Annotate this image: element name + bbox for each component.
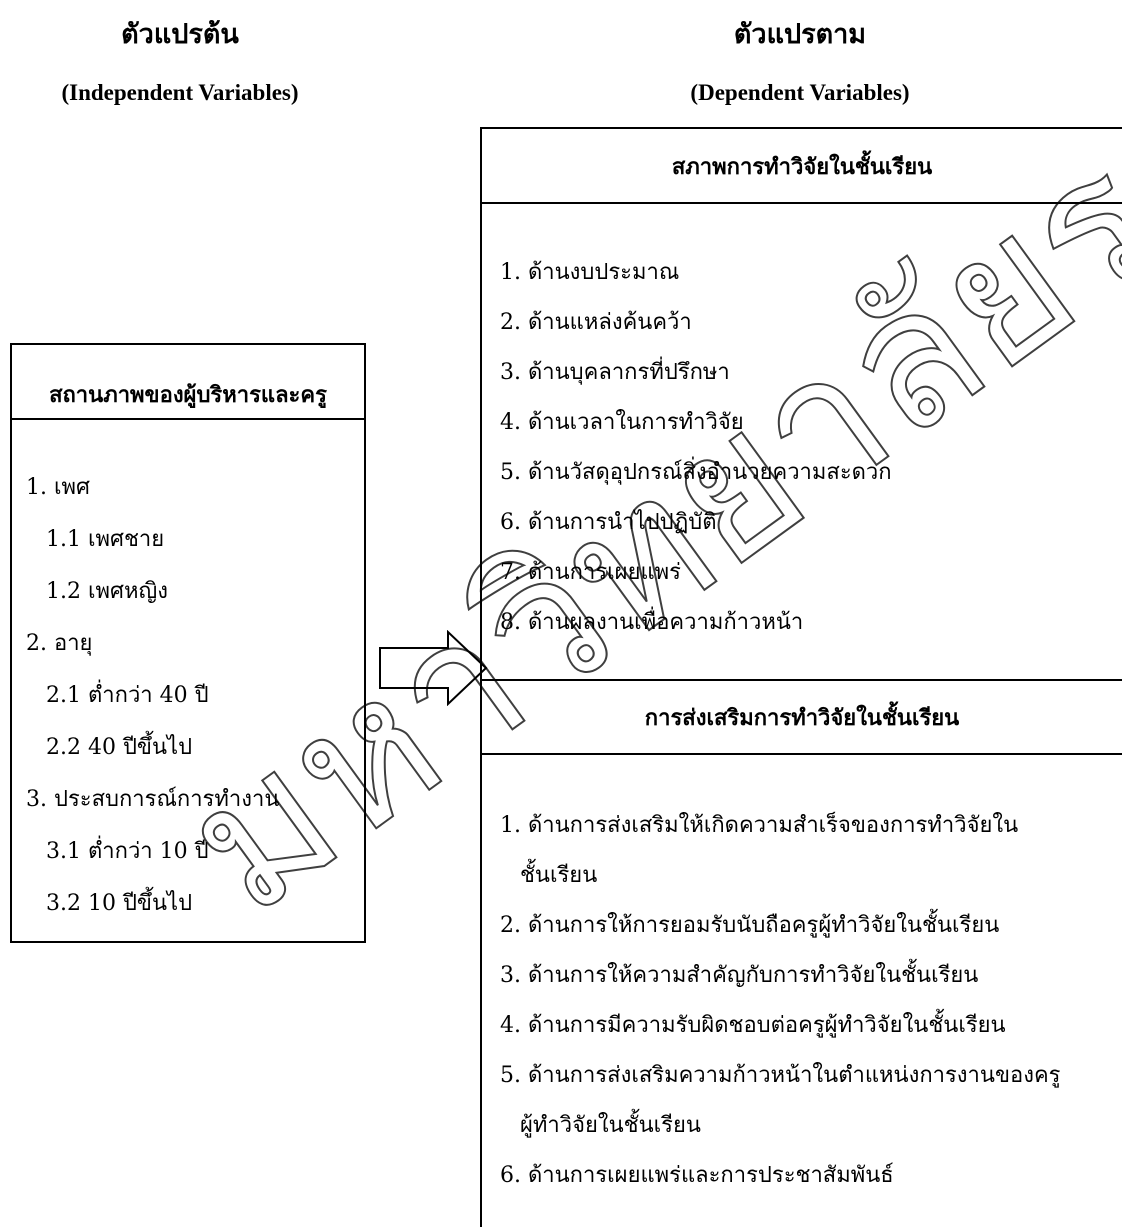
independent-variables-heading: ตัวแปรต้น <box>121 19 239 50</box>
list-item: 4. ด้านการมีความรับผิดชอบต่อครูผู้ทำวิจั… <box>500 1013 1006 1038</box>
list-item: 1.2 เพศหญิง <box>46 579 168 604</box>
list-item: 2. อายุ <box>26 631 93 656</box>
list-item: 2. ด้านการให้การยอมรับนับถือครูผู้ทำวิจั… <box>500 913 1000 938</box>
arrow-right-icon <box>379 630 488 706</box>
list-item: 5. ด้านวัสดุอุปกรณ์สิ่งอำนวยความสะดวก <box>500 460 892 485</box>
list-item: 1. เพศ <box>26 475 90 500</box>
list-item: 3.2 10 ปีขึ้นไป <box>46 891 193 916</box>
list-item: 7. ด้านการเผยแพร่ <box>500 560 681 585</box>
list-item: 1. ด้านการส่งเสริมให้เกิดความสำเร็จของกา… <box>500 813 1019 838</box>
list-item: 4. ด้านเวลาในการทำวิจัย <box>500 410 744 435</box>
box2-divider <box>482 753 1122 755</box>
list-item: 2.2 40 ปีขึ้นไป <box>46 735 193 760</box>
list-item: 3. ด้านการให้ความสำคัญกับการทำวิจัยในชั้… <box>500 963 979 988</box>
list-item: 3. ด้านบุคลากรที่ปรึกษา <box>500 360 730 385</box>
list-item: 8. ด้านผลงานเพื่อความก้าวหน้า <box>500 610 804 635</box>
list-item: ผู้ทำวิจัยในชั้นเรียน <box>520 1113 701 1138</box>
independent-variables-subheading: (Independent Variables) <box>61 80 299 105</box>
list-item: ชั้นเรียน <box>520 863 598 888</box>
dependent-variables-frame: สภาพการทำวิจัยในชั้นเรียน 1. ด้านงบประมา… <box>480 127 1122 1227</box>
dependent-variables-heading: ตัวแปรตาม <box>733 19 867 50</box>
dependent-variables-subheading: (Dependent Variables) <box>690 80 910 105</box>
list-item: 3.1 ต่ำกว่า 10 ปี <box>46 839 209 864</box>
list-item: 1. ด้านงบประมาณ <box>500 260 680 285</box>
list-item: 2. ด้านแหล่งค้นคว้า <box>500 310 692 335</box>
independent-box-divider <box>12 418 364 420</box>
list-item: 1.1 เพศชาย <box>46 527 165 552</box>
independent-variables-box: สถานภาพของผู้บริหารและครู 1. เพศ 1.1 เพศ… <box>10 343 366 943</box>
box1-divider <box>482 202 1122 204</box>
frame-top-line <box>482 127 1122 129</box>
list-item: 3. ประสบการณ์การทำงาน <box>26 787 280 812</box>
list-item: 2.1 ต่ำกว่า 40 ปี <box>46 683 209 708</box>
dependent-box2-title: การส่งเสริมการทำวิจัยในชั้นเรียน <box>644 705 960 731</box>
list-item: 6. ด้านการนำไปปฏิบัติ <box>500 510 717 535</box>
list-item: 5. ด้านการส่งเสริมความก้าวหน้าในตำแหน่งก… <box>500 1063 1061 1088</box>
dependent-box1-title: สภาพการทำวิจัยในชั้นเรียน <box>671 154 933 180</box>
list-item: 6. ด้านการเผยแพร่และการประชาสัมพันธ์ <box>500 1163 894 1188</box>
box2-top-line <box>482 679 1122 681</box>
independent-box-title: สถานภาพของผู้บริหารและครู <box>49 382 327 408</box>
